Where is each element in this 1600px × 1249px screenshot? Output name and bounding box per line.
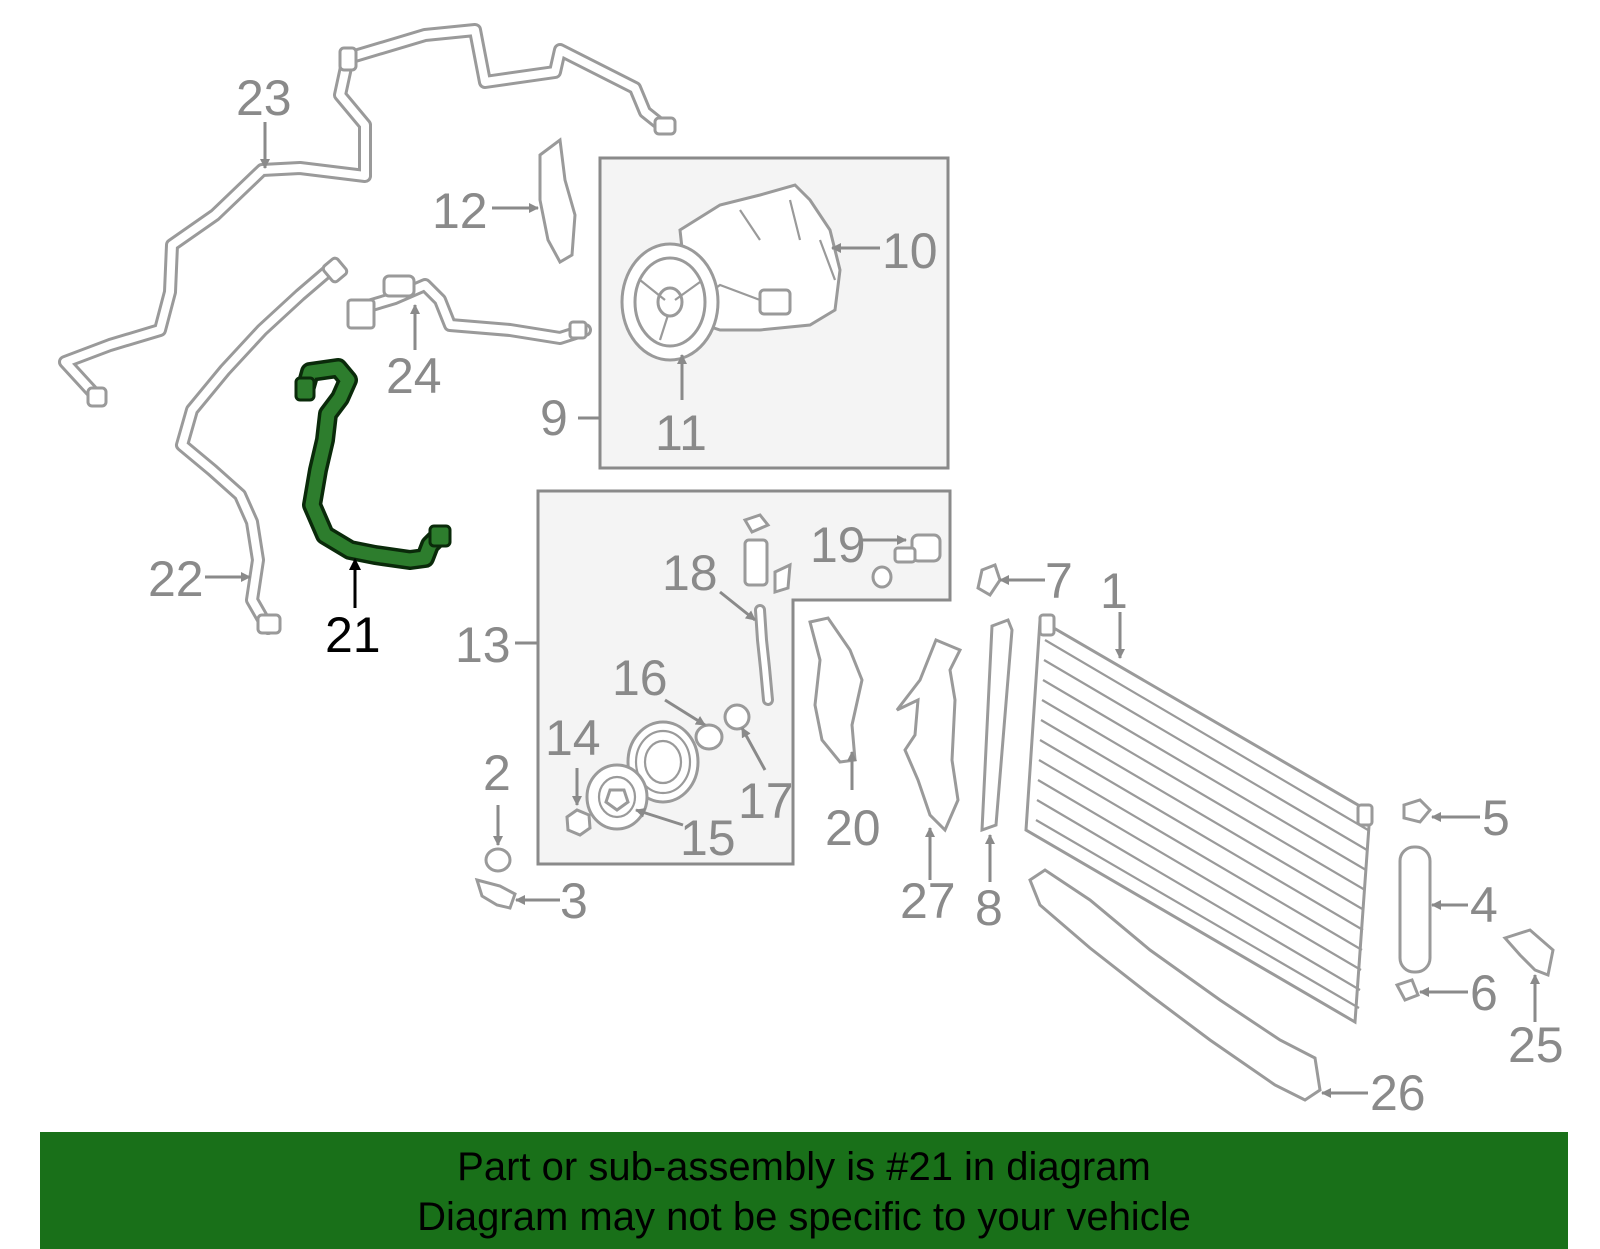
part-14-nut bbox=[565, 808, 592, 837]
part-4-receiver-drier bbox=[1398, 845, 1432, 974]
callout-5: 5 bbox=[1482, 790, 1510, 846]
parts-diagram: 23 12 10 24 9 11 19 18 22 21 13 16 14 2 … bbox=[58, 23, 1564, 1121]
callout-4: 4 bbox=[1470, 877, 1498, 933]
part-info-banner: Part or sub-assembly is #21 in diagram D… bbox=[40, 1132, 1568, 1249]
part-26-seal bbox=[1028, 868, 1322, 1102]
callout-20: 20 bbox=[825, 800, 881, 856]
callout-9: 9 bbox=[540, 390, 568, 446]
part-22-ac-line bbox=[175, 256, 349, 635]
callout-7: 7 bbox=[1045, 553, 1073, 609]
part-25-bracket bbox=[1502, 928, 1555, 978]
part-12-bracket bbox=[538, 137, 577, 265]
callout-17: 17 bbox=[738, 773, 794, 829]
leader-lines bbox=[205, 122, 1540, 1098]
part-1-condenser bbox=[1024, 613, 1374, 1025]
callout-24: 24 bbox=[386, 348, 442, 404]
callout-27: 27 bbox=[900, 873, 956, 929]
callout-10: 10 bbox=[882, 223, 938, 279]
callout-12: 12 bbox=[432, 183, 488, 239]
callout-14: 14 bbox=[545, 710, 601, 766]
part-6-bracket bbox=[1394, 978, 1420, 1002]
callout-6: 6 bbox=[1470, 965, 1498, 1021]
part-19-bolt bbox=[871, 533, 942, 589]
part-3-bracket bbox=[474, 877, 517, 910]
callout-labels: 23 12 10 24 9 11 19 18 22 21 13 16 14 2 … bbox=[148, 70, 1564, 1121]
callout-16: 16 bbox=[612, 650, 668, 706]
banner-line-1: Part or sub-assembly is #21 in diagram bbox=[457, 1145, 1151, 1189]
part-5-cap bbox=[1402, 798, 1433, 824]
callout-18: 18 bbox=[662, 545, 718, 601]
part-7-clip bbox=[976, 563, 1002, 598]
callout-26: 26 bbox=[1370, 1065, 1426, 1121]
callout-21: 21 bbox=[325, 607, 381, 663]
callout-2: 2 bbox=[483, 745, 511, 801]
part-15-clutch bbox=[585, 720, 700, 831]
part-18-fitting bbox=[742, 513, 792, 706]
part-24-ac-line bbox=[346, 274, 592, 345]
part-2-cap bbox=[484, 847, 512, 873]
part-21-highlighted-hose bbox=[294, 358, 452, 570]
part-20-bracket bbox=[808, 616, 864, 764]
callout-15: 15 bbox=[680, 810, 736, 866]
callout-25: 25 bbox=[1508, 1017, 1564, 1073]
callout-3: 3 bbox=[560, 873, 588, 929]
callout-23: 23 bbox=[236, 70, 292, 126]
part-27-air-guide bbox=[895, 638, 963, 833]
callout-22: 22 bbox=[148, 551, 204, 607]
banner-line-2: Diagram may not be specific to your vehi… bbox=[417, 1195, 1191, 1239]
callout-1: 1 bbox=[1100, 563, 1128, 619]
callout-11: 11 bbox=[655, 405, 707, 461]
part-23-ac-line bbox=[58, 23, 677, 408]
callout-19: 19 bbox=[810, 517, 866, 573]
callout-13: 13 bbox=[455, 617, 511, 673]
part-8-seal bbox=[980, 618, 1014, 833]
part-17-spacer bbox=[723, 703, 751, 731]
callout-8: 8 bbox=[975, 880, 1003, 936]
part-10-compressor bbox=[620, 183, 842, 362]
part-16-spacer bbox=[694, 723, 724, 751]
